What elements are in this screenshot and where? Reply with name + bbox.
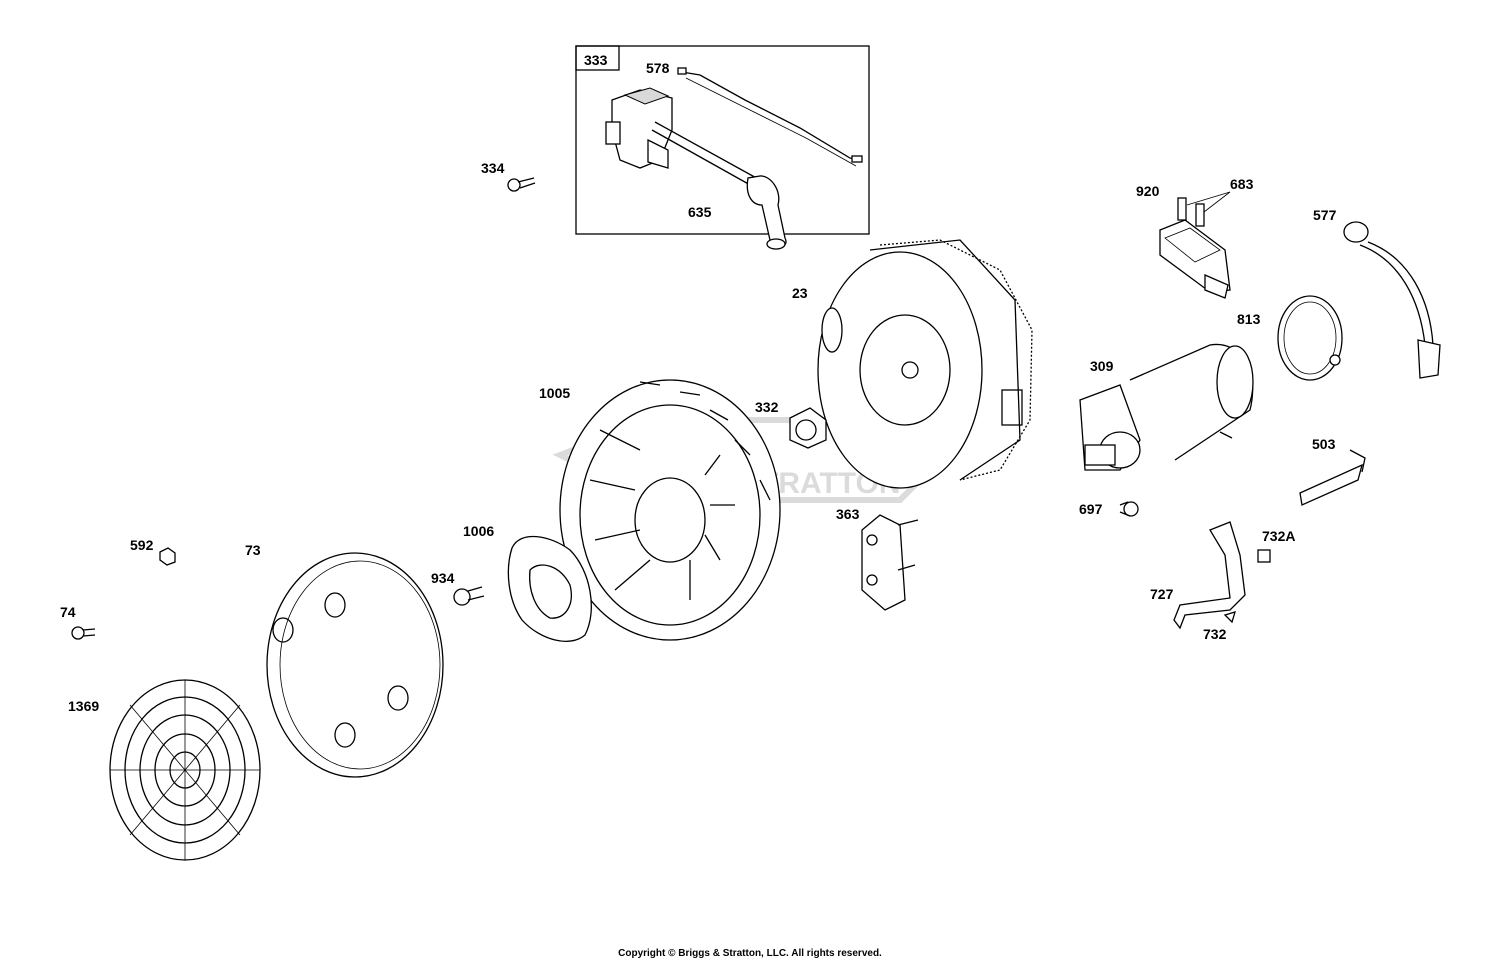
label-1369: 1369 — [68, 698, 100, 714]
part-74-screw[interactable] — [71, 626, 96, 640]
copyright-notice: Copyright © Briggs & Stratton, LLC. All … — [618, 948, 882, 959]
part-732A-plug[interactable] — [1257, 549, 1271, 563]
part-333-ignition-module[interactable] — [605, 87, 761, 187]
label-934: 934 — [431, 570, 455, 586]
label-578: 578 — [646, 60, 670, 76]
part-1005-fan[interactable] — [559, 379, 781, 641]
inset-box-333 — [575, 45, 870, 235]
part-73-cover[interactable] — [266, 552, 444, 778]
label-309: 309 — [1090, 358, 1114, 374]
label-74: 74 — [60, 604, 76, 620]
label-592: 592 — [130, 537, 154, 553]
label-577: 577 — [1313, 207, 1337, 223]
part-813-clamp[interactable] — [1277, 295, 1343, 381]
label-732: 732 — [1203, 626, 1227, 642]
part-332-nut[interactable] — [789, 407, 827, 449]
part-334-screw[interactable] — [507, 177, 536, 192]
leader-683 — [1186, 191, 1231, 213]
part-732-screw[interactable] — [1223, 611, 1236, 624]
label-683: 683 — [1230, 176, 1254, 192]
part-23-flywheel[interactable] — [817, 239, 1033, 489]
label-332: 332 — [755, 399, 779, 415]
part-920-solenoid[interactable] — [1159, 197, 1231, 299]
label-697: 697 — [1079, 501, 1103, 517]
label-813: 813 — [1237, 311, 1261, 327]
part-363-adapter[interactable] — [861, 514, 919, 611]
part-578-ground-wire[interactable] — [677, 67, 863, 167]
label-1005: 1005 — [539, 385, 571, 401]
label-727: 727 — [1150, 586, 1174, 602]
part-577-starter-cable[interactable] — [1343, 221, 1441, 379]
part-592-nut[interactable] — [159, 547, 176, 566]
part-1006-plate[interactable] — [507, 535, 592, 642]
label-635: 635 — [688, 204, 712, 220]
label-732A: 732A — [1262, 528, 1296, 544]
part-934-bolt[interactable] — [453, 586, 485, 606]
part-1369-fan-guard[interactable] — [109, 679, 261, 861]
label-334: 334 — [481, 160, 505, 176]
part-727-bracket[interactable] — [1173, 521, 1246, 630]
part-503-key[interactable] — [1299, 449, 1366, 506]
part-635-spark-plug-boot[interactable] — [746, 175, 787, 250]
label-73: 73 — [245, 542, 261, 558]
part-309-starter-motor[interactable] — [1079, 343, 1254, 471]
part-697-bolt[interactable] — [1119, 501, 1139, 517]
label-363: 363 — [836, 506, 860, 522]
label-1006: 1006 — [463, 523, 495, 539]
label-920: 920 — [1136, 183, 1160, 199]
label-333: 333 — [584, 52, 608, 68]
label-503: 503 — [1312, 436, 1336, 452]
label-23: 23 — [792, 285, 808, 301]
